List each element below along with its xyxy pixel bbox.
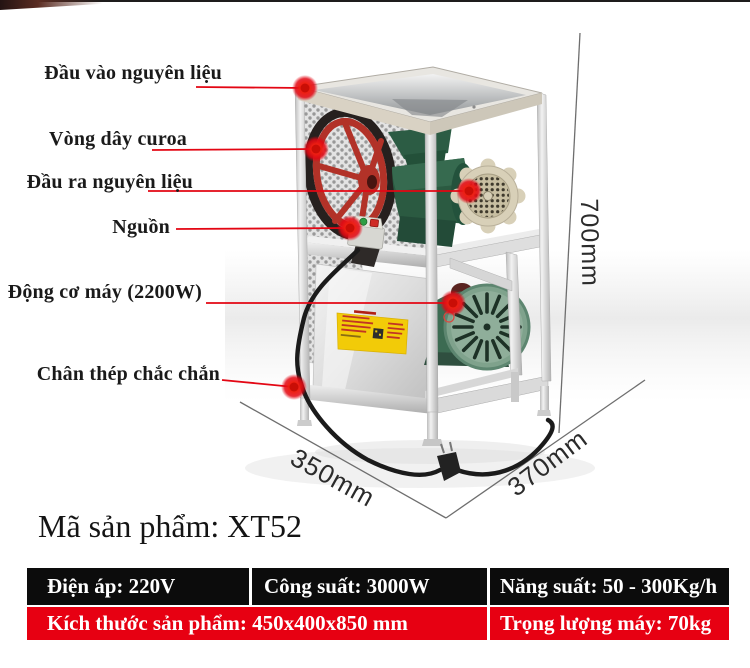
callout-label-power: Nguồn	[112, 216, 170, 238]
motor	[424, 283, 531, 371]
dimension-line-350	[239, 401, 447, 519]
callout-label-material-inlet: Đầu vào nguyên liệu	[44, 62, 222, 84]
grinder-head	[388, 126, 526, 247]
post-front	[424, 120, 439, 413]
hopper-rim-right	[430, 93, 542, 135]
shelf-bracket	[449, 257, 513, 292]
leg-right	[540, 386, 549, 413]
dimension-line-700	[558, 32, 581, 434]
callout-marker-dots	[281, 75, 482, 400]
leg-front	[427, 410, 438, 443]
dimension-line-370	[445, 379, 646, 519]
leg-left	[300, 397, 309, 423]
switch-red-button	[369, 218, 379, 228]
spec-size: Kích thước sản phẩm: 450x400x850 mm	[27, 607, 487, 640]
base-frame	[297, 368, 551, 446]
warning-sticker	[336, 310, 409, 355]
spec-table: Điện áp: 220V Công suất: 3000W Năng suất…	[27, 568, 729, 640]
hopper-funnel	[314, 74, 526, 115]
hopper	[297, 66, 543, 135]
power-plug	[437, 441, 461, 481]
callout-label-motor: Động cơ máy (2200W)	[7, 281, 202, 303]
leg-rear	[511, 372, 519, 402]
spec-row-2: Kích thước sản phẩm: 450x400x850 mm Trọn…	[27, 607, 729, 640]
top-border-line	[0, 0, 750, 2]
spec-capacity: Năng suất: 50 - 300Kg/h	[490, 568, 729, 605]
plate-center-nut	[483, 191, 493, 201]
spec-row-1: Điện áp: 220V Công suất: 3000W Năng suất…	[27, 568, 729, 605]
dimension-lines	[239, 32, 646, 519]
product-code: Mã sản phẩm: XT52	[38, 508, 302, 544]
corner-ribbon-remnant	[0, 0, 108, 10]
post-right	[536, 91, 552, 382]
spec-voltage: Điện áp: 220V	[27, 568, 249, 605]
spec-weight: Trọng lượng máy: 70kg	[490, 607, 729, 640]
callout-label-steel-legs: Chân thép chắc chắn	[36, 363, 220, 385]
floor-shadow-inner	[315, 440, 545, 464]
hopper-rim-left	[298, 87, 430, 135]
dimension-height-700mm: 700mm	[574, 198, 605, 288]
callout-label-material-outlet: Đầu ra nguyên liệu	[26, 171, 193, 193]
floor-shadow	[245, 448, 595, 488]
callout-label-belt: Vòng dây curoa	[48, 128, 187, 150]
spec-power: Công suất: 3000W	[252, 568, 487, 605]
